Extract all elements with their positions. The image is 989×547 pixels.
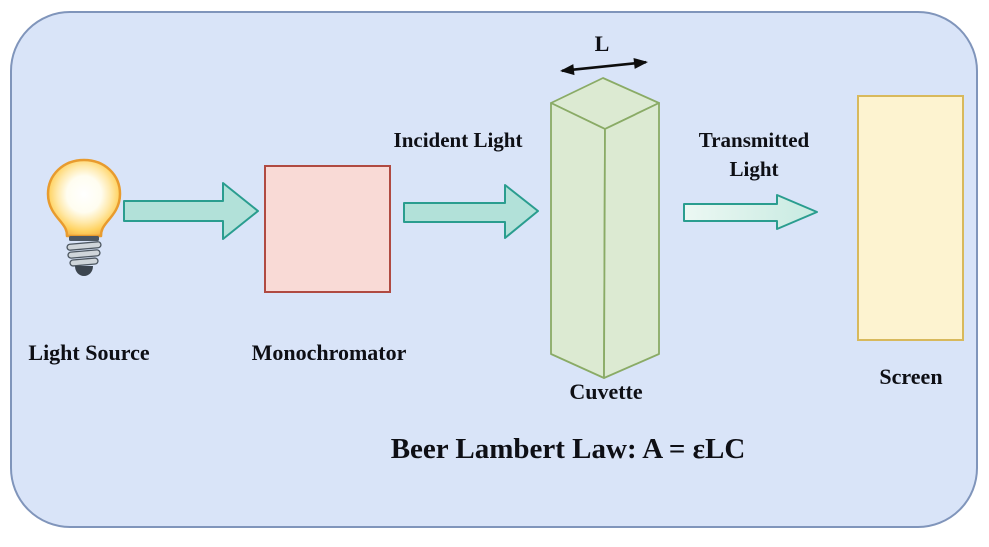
diagram-title: Beer Lambert Law: A = εLC <box>390 433 746 465</box>
arrow-source-to-monochromator <box>123 182 259 240</box>
cuvette-label: Cuvette <box>569 379 643 404</box>
cuvette-prism <box>550 77 660 379</box>
light-source-label: Light Source <box>28 340 150 365</box>
path-length-label: L <box>594 31 610 56</box>
path-length-arrow <box>560 58 648 76</box>
diagram-canvas <box>10 11 978 528</box>
arrow-incident-light <box>403 184 539 239</box>
monochromator-box <box>264 165 391 293</box>
incident-light-label: Incident Light <box>393 128 523 152</box>
arrow-transmitted-light <box>683 194 818 230</box>
monochromator-label: Monochromator <box>251 340 407 365</box>
screen-box <box>857 95 964 341</box>
light-bulb-icon <box>46 158 122 276</box>
transmitted-light-label: Transmitted Light <box>698 128 810 181</box>
screen-label: Screen <box>879 364 943 389</box>
